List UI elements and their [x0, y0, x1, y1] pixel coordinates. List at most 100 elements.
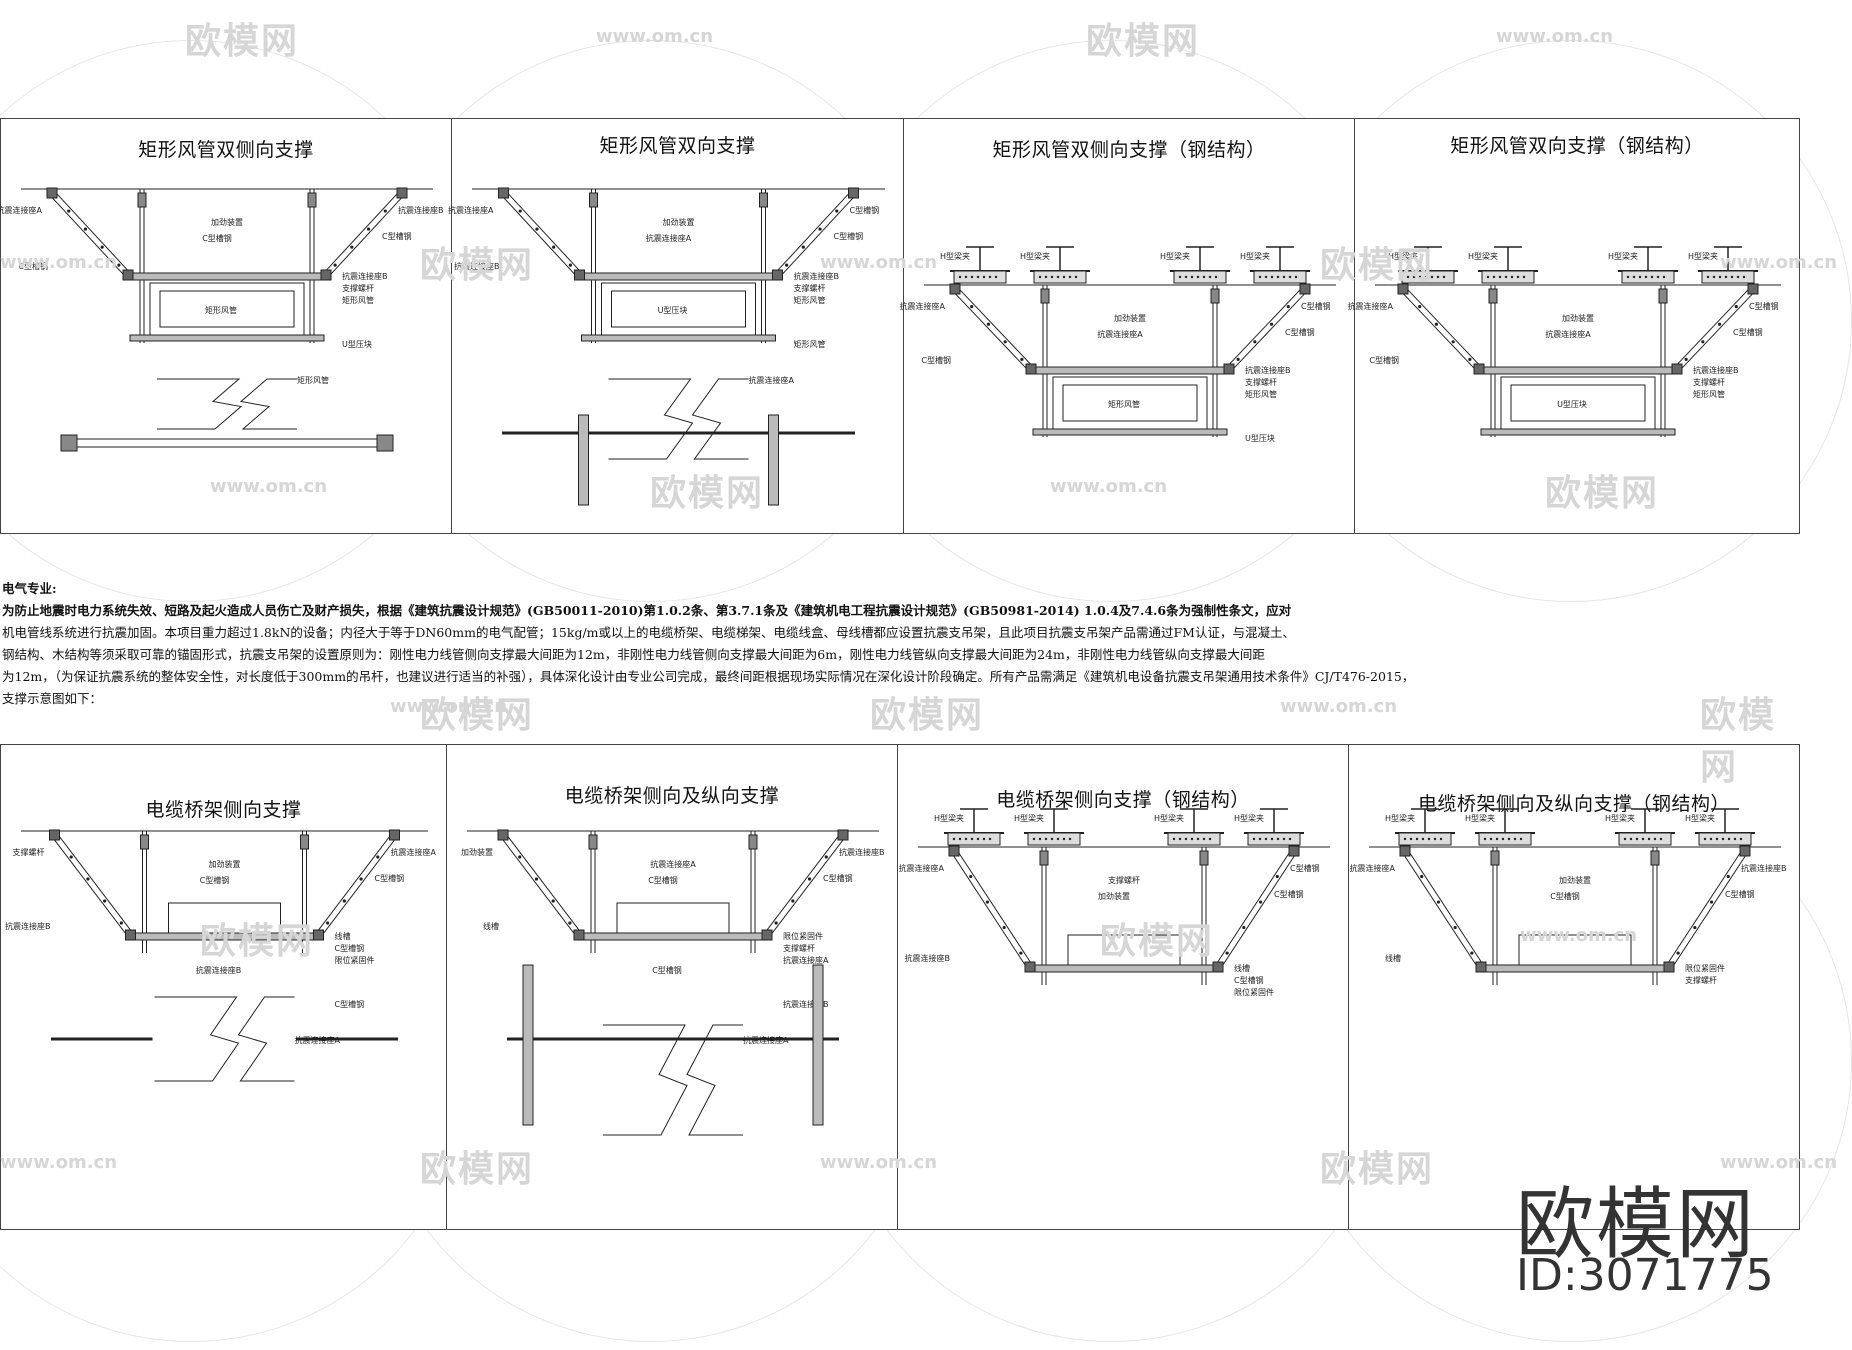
seismic-connector [1739, 845, 1751, 857]
break-line [686, 1024, 743, 1136]
callout-label: C型槽钢 [335, 943, 365, 953]
bolt-dot [970, 275, 974, 279]
seismic-connector [49, 829, 60, 841]
bolt-dot [342, 899, 346, 903]
callout-label: C型槽钢 [1550, 891, 1580, 901]
c-channel-bar [1480, 428, 1676, 436]
bolt-dot [1288, 837, 1292, 841]
c-channel-bar [1482, 964, 1668, 973]
brand-logo: 欧模网 [1516, 1180, 1757, 1270]
callout-label: 支撑螺杆 [794, 283, 826, 293]
bolt-dot [1513, 837, 1517, 841]
callout-label: H型梁夹 [1465, 813, 1495, 823]
panel-title: 电缆桥架侧向支撑（钢结构） [996, 789, 1250, 811]
brace-channel [1678, 290, 1756, 372]
callout-label: 抗震连接座A [391, 847, 437, 857]
callout-label: 矩形风管 [794, 339, 826, 349]
callout-label: 加劲装置 [1114, 313, 1146, 323]
callout-label: C型槽钢 [1234, 975, 1264, 985]
stiffener-clamp [588, 834, 598, 850]
bolt-dot [1208, 275, 1212, 279]
notes-line: 支撑示意图如下： [2, 691, 103, 706]
bolt-dot [976, 275, 980, 279]
callout-label: C型槽钢 [921, 355, 951, 365]
callout-label: 支撑螺杆 [342, 283, 374, 293]
brace-channel [327, 194, 405, 278]
bolt-dot [1626, 275, 1630, 279]
panel-title: 矩形风管双向支撑 [599, 135, 756, 157]
bolt-dot [964, 275, 968, 279]
bolt-dot [1709, 837, 1713, 841]
bolt-dot [1282, 837, 1286, 841]
bolt-dot [366, 227, 371, 231]
bolt-dot [1258, 275, 1262, 279]
bolt-dot [1507, 837, 1511, 841]
diagram-drawing: 支撑螺杆加劲装置C型槽钢抗震连接座AC型槽钢抗震连接座B线槽C型槽钢限位紧固件抗… [5, 829, 437, 1082]
callout-label: 抗震连接座B [794, 271, 840, 281]
callout-label: 抗震连接座B [1741, 863, 1787, 873]
bolt-dot [1718, 275, 1722, 279]
stiffener-clamp [307, 192, 317, 208]
callout-label: C型槽钢 [1725, 889, 1755, 899]
bolt-dot [1726, 874, 1730, 879]
bolt-dot [1641, 837, 1645, 841]
bolt-dot [1730, 275, 1734, 279]
bolt-dot [534, 877, 539, 881]
bolt-dot [535, 227, 539, 231]
bolt-dot [1253, 340, 1257, 344]
bolt-dot [1062, 275, 1066, 279]
bolt-dot [1190, 837, 1194, 841]
watermark-url: www.om.cn [1496, 26, 1614, 47]
watermark-logo: 欧模网 [1086, 21, 1201, 62]
bolt-dot [1068, 837, 1072, 841]
break-line [154, 996, 240, 1082]
bolt-dot [976, 837, 980, 841]
callout-label: 抗震连接座B [1245, 365, 1291, 375]
callout-label: 线槽 [1385, 953, 1401, 963]
bolt-dot [958, 837, 962, 841]
seismic-connector [1024, 961, 1036, 973]
callout-label: H型梁夹 [1020, 251, 1050, 261]
watermark-logo: 欧模网 [185, 21, 300, 62]
bolt-dot [383, 209, 387, 213]
bolt-dot [1644, 275, 1648, 279]
h-beam-clamp [1478, 832, 1532, 846]
bolt-dot [1434, 322, 1439, 326]
stiffener-clamp [589, 192, 598, 208]
h-beam-clamp [1167, 832, 1221, 846]
bolt-dot [117, 263, 121, 267]
diagram-drawing: 加劲装置抗震连接座AC型槽钢抗震连接座BC型槽钢线槽限位紧固件支撑螺杆抗震连接座… [461, 829, 885, 1136]
bolt-dot [1483, 837, 1487, 841]
callout-label: H型梁夹 [1160, 251, 1190, 261]
callout-label: 加劲装置 [1562, 313, 1594, 323]
bolt-dot [1418, 305, 1422, 309]
callout-label: 加劲装置 [1559, 875, 1591, 885]
notes-heading: 电气专业: [2, 581, 57, 596]
stiffener-clamp [1650, 850, 1660, 866]
bolt-dot [1178, 837, 1182, 841]
bolt-dot [1062, 837, 1066, 841]
bolt-dot [1495, 837, 1499, 841]
bolt-dot [119, 921, 123, 925]
stiffener-clamp [748, 834, 758, 850]
bolt-dot [1172, 837, 1176, 841]
brace-channel [1674, 286, 1752, 368]
callout-label: 抗震连接座A [0, 205, 43, 215]
brace-channel [1404, 286, 1482, 368]
callout-label: H型梁夹 [1468, 251, 1498, 261]
bolt-dot [1629, 837, 1633, 841]
bolt-dot [1510, 275, 1514, 279]
bolt-dot [1269, 322, 1274, 326]
brace-channel [56, 832, 134, 934]
brace-channel [1666, 849, 1743, 966]
brace-channel [323, 190, 401, 274]
bolt-dot [1736, 275, 1740, 279]
callout-label: C型槽钢 [18, 261, 48, 271]
plan-channel [522, 964, 534, 1126]
bolt-dot [1038, 275, 1042, 279]
callout-label: 支撑螺杆 [13, 847, 45, 857]
h-beam-clamp [1033, 270, 1087, 284]
bolt-dot [988, 275, 992, 279]
